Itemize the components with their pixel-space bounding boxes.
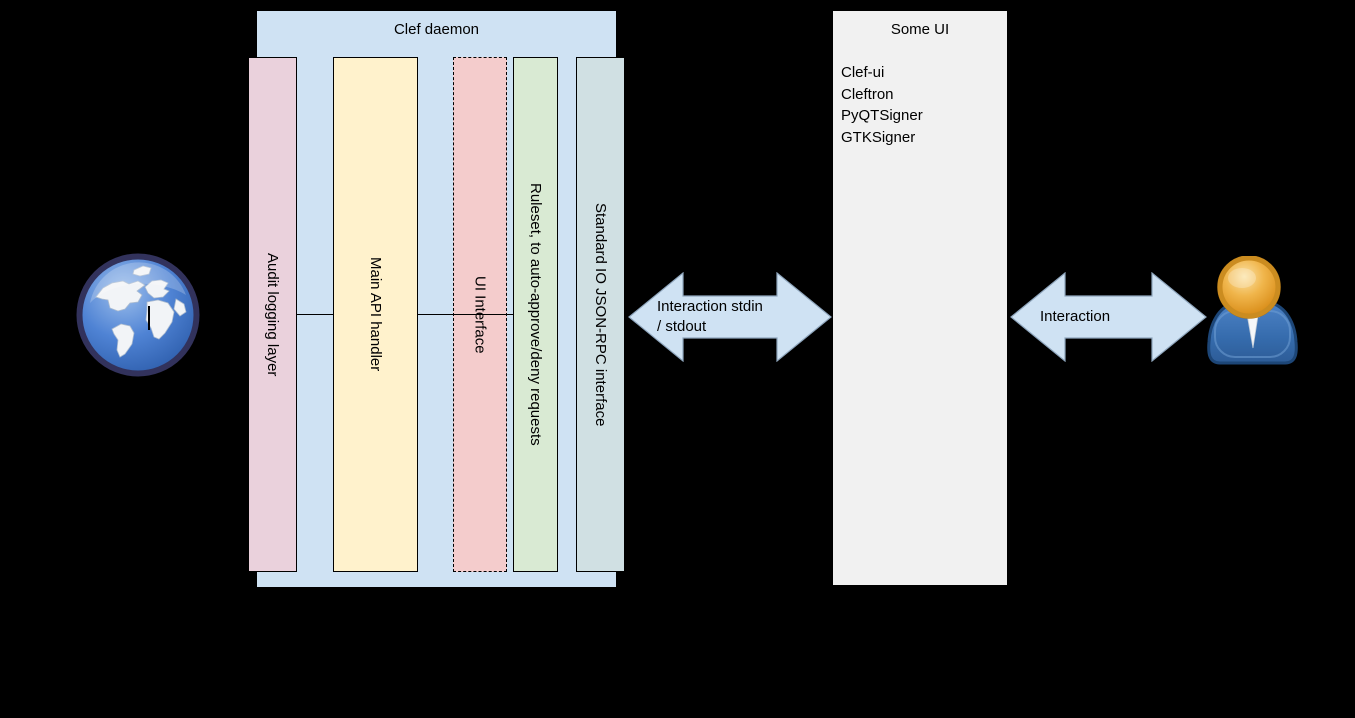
connector-line-audit-api <box>297 314 333 315</box>
arrow-user-interaction: Interaction <box>1010 271 1207 363</box>
list-item: Cleftron <box>841 85 894 103</box>
bar-api-label: Main API handler <box>367 257 384 372</box>
bar-ruleset-label: Ruleset, to auto-approve/deny requests <box>527 183 544 446</box>
some-ui-list: Clef-ui Cleftron PyQTSigner GTKSigner <box>841 62 1001 148</box>
bar-ruleset: Ruleset, to auto-approve/deny requests <box>513 57 558 572</box>
bar-stdio-jsonrpc: Standard IO JSON-RPC interface <box>576 57 625 572</box>
list-item: Clef-ui <box>841 64 885 81</box>
list-item: GTKSigner <box>841 128 916 146</box>
some-ui-box <box>832 10 1008 586</box>
double-arrow-icon <box>628 271 832 363</box>
clef-daemon-container <box>256 10 617 588</box>
text-cursor-artifact <box>148 306 150 330</box>
some-ui-title: Some UI <box>890 21 950 38</box>
connector-line-api-ruleset <box>418 314 513 315</box>
globe-icon <box>76 253 200 377</box>
clef-daemon-title: Clef daemon <box>393 21 480 38</box>
bar-main-api-handler: Main API handler <box>333 57 418 572</box>
bar-audit-label: Audit logging layer <box>264 252 281 377</box>
arrow-stdin-stdout: Interaction stdin / stdout <box>628 271 832 363</box>
user-icon <box>1206 255 1299 366</box>
double-arrow-icon <box>1010 271 1207 363</box>
arrow-stdin-stdout-label: Interaction stdin / stdout <box>657 298 763 335</box>
list-item: PyQTSigner <box>841 107 923 124</box>
bar-stdio-label: Standard IO JSON-RPC interface <box>592 202 609 427</box>
arrow-user-interaction-label: Interaction <box>1040 308 1111 325</box>
bar-audit-logging-layer: Audit logging layer <box>248 57 297 572</box>
